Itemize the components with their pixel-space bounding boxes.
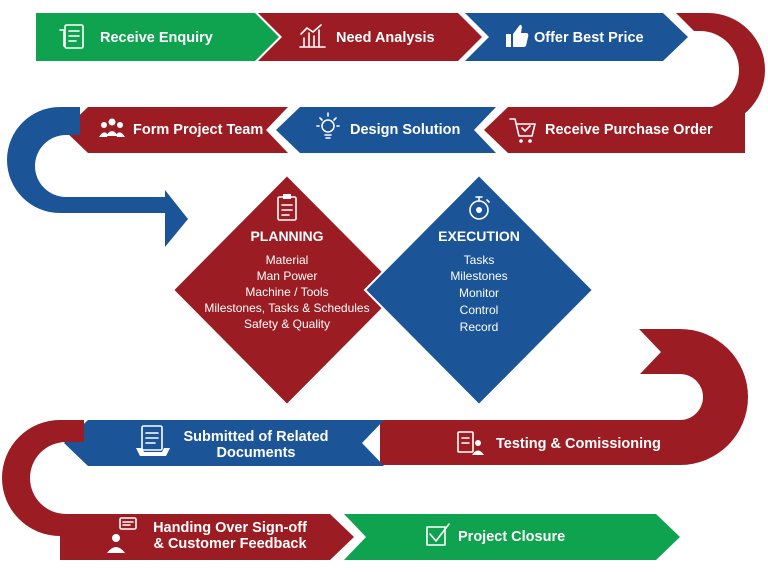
step-label-line2: Documents bbox=[217, 445, 296, 461]
step-label-line2: & Customer Feedback bbox=[153, 536, 307, 552]
lightbulb-icon bbox=[316, 112, 340, 139]
step-offer-best-price: Offer Best Price bbox=[465, 13, 688, 61]
step-label: Need Analysis bbox=[336, 30, 435, 46]
planning-item: Machine / Tools bbox=[245, 285, 328, 299]
execution-item: Record bbox=[460, 320, 499, 334]
chart-icon bbox=[299, 24, 326, 48]
execution-item: Milestones bbox=[450, 269, 507, 283]
step-handing-over: Handing Over Sign-off & Customer Feedbac… bbox=[60, 514, 354, 560]
feedback-icon bbox=[107, 517, 137, 553]
step-label: Form Project Team bbox=[133, 122, 263, 138]
step-label: Design Solution bbox=[350, 122, 460, 138]
u-turn-right-bottom bbox=[380, 329, 748, 465]
team-icon bbox=[99, 118, 125, 137]
thumbs-up-icon bbox=[506, 24, 529, 47]
execution-item: Monitor bbox=[459, 286, 499, 300]
execution-item: Control bbox=[460, 303, 499, 317]
step-project-closure: Project Closure bbox=[344, 514, 680, 560]
execution-title: EXECUTION bbox=[438, 228, 520, 244]
step-label: Receive Enquiry bbox=[100, 30, 213, 46]
step-label-line1: Submitted of Related bbox=[183, 429, 328, 445]
step-receive-enquiry: Receive Enquiry bbox=[36, 13, 279, 61]
planning-item: Milestones, Tasks & Schedules bbox=[204, 301, 369, 315]
execution-diamond: EXECUTION Tasks Milestones Monitor Contr… bbox=[363, 173, 595, 407]
execution-item: Tasks bbox=[464, 253, 495, 267]
step-need-analysis: Need Analysis bbox=[258, 13, 482, 61]
planning-diamond: PLANNING Material Man Power Machine / To… bbox=[171, 173, 403, 407]
clipboard-icon bbox=[277, 194, 297, 221]
form-icon bbox=[59, 24, 84, 49]
step-label: Receive Purchase Order bbox=[545, 122, 713, 138]
step-receive-purchase-order: Receive Purchase Order bbox=[484, 90, 745, 153]
planning-title: PLANNING bbox=[250, 228, 323, 244]
step-testing-comissioning: Testing & Comissioning bbox=[457, 431, 661, 455]
step-submitted-documents: Submitted of Related Documents bbox=[64, 420, 384, 466]
checklist-person-icon bbox=[457, 431, 484, 455]
step-form-project-team: Form Project Team bbox=[64, 107, 288, 153]
documents-icon bbox=[136, 425, 170, 456]
cart-icon bbox=[509, 118, 536, 143]
planning-item: Safety & Quality bbox=[244, 317, 330, 331]
stopwatch-gear-icon bbox=[469, 196, 490, 220]
step-design-solution: Design Solution bbox=[276, 107, 496, 153]
planning-item: Man Power bbox=[257, 269, 318, 283]
checkbox-icon bbox=[426, 523, 450, 546]
u-turn-left-bottom bbox=[2, 420, 84, 536]
planning-item: Material bbox=[266, 253, 309, 267]
step-label: Testing & Comissioning bbox=[496, 436, 661, 452]
u-turn-left-middle bbox=[7, 107, 188, 247]
step-label: Offer Best Price bbox=[534, 30, 644, 46]
step-label: Project Closure bbox=[458, 529, 565, 545]
step-label-line1: Handing Over Sign-off bbox=[153, 520, 307, 536]
